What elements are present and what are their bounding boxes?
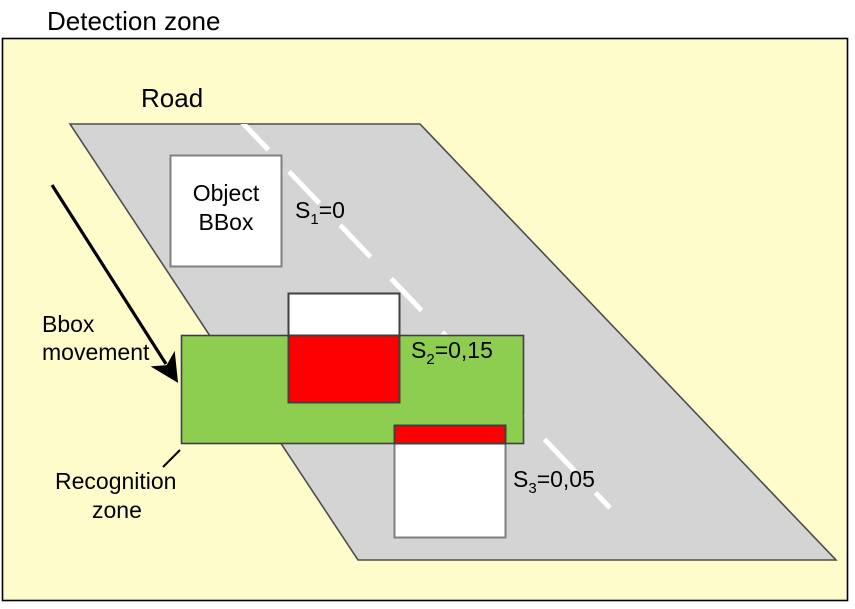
bbox-movement-label-line1: Bbox (42, 311, 95, 337)
detection-zone-label: Detection zone (47, 6, 220, 36)
score-s1-symbol: S (295, 197, 310, 223)
score-s3-symbol: S (513, 466, 528, 492)
score-s2-value: =0,15 (435, 337, 493, 363)
svg-text:S1=0: S1=0 (295, 197, 345, 228)
bbox-movement-label-line2: movement (42, 339, 150, 365)
score-s1-subscript: 1 (310, 211, 318, 228)
overlap-region-2 (287, 334, 401, 404)
recognition-zone-label-line1: Recognition (55, 468, 176, 494)
score-s2-symbol: S (411, 337, 426, 363)
object-bbox-label-line2: BBox (199, 209, 254, 235)
overlap-region-3 (393, 424, 507, 445)
bbox-movement-arrow (50, 184, 179, 383)
score-label-s3: S3=0,05 (513, 466, 595, 497)
recognition-zone-leader-line (162, 449, 181, 468)
road-dashed-marking (236, 124, 612, 510)
road-label: Road (141, 83, 203, 113)
score-s2-subscript: 2 (426, 351, 434, 368)
score-label-s1: S1=0 (295, 197, 345, 228)
svg-text:S2=0,15: S2=0,15 (411, 337, 493, 368)
recognition-zone-label-line2: zone (92, 497, 142, 523)
object-bbox-1 (169, 154, 283, 268)
score-s3-subscript: 3 (528, 480, 536, 497)
score-s3-value: =0,05 (537, 466, 595, 492)
score-label-s2: S2=0,15 (411, 337, 493, 368)
road-center-dashes (236, 124, 612, 510)
svg-text:S3=0,05: S3=0,05 (513, 466, 595, 497)
score-s1-value: =0 (319, 197, 345, 223)
object-bbox-label-line1: Object (193, 180, 260, 206)
